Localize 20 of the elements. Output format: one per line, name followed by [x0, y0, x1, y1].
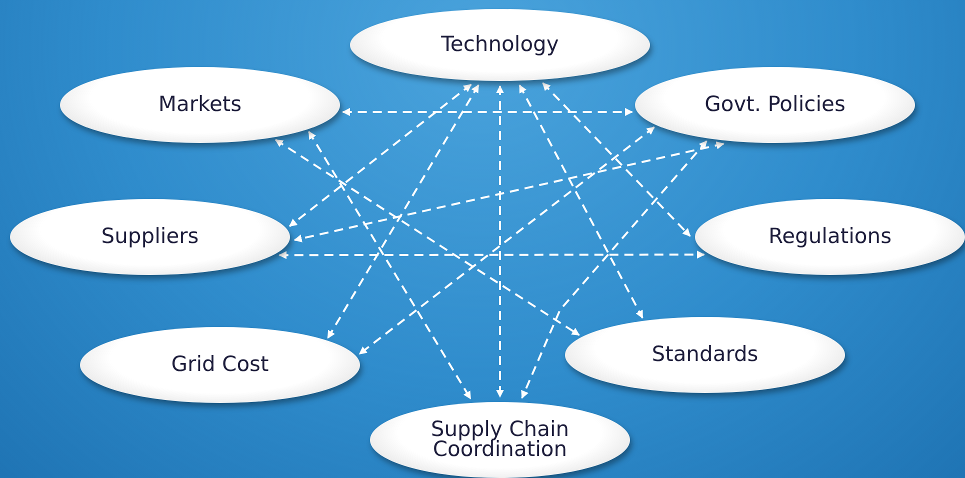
node-label: Technology [440, 35, 560, 55]
node-label: Govt. Policies [704, 95, 846, 115]
node-label: Standards [650, 345, 760, 365]
double-arrow [326, 84, 480, 339]
double-arrow [358, 126, 655, 355]
node-label: Grid Cost [170, 355, 270, 375]
double-arrow [278, 250, 705, 260]
double-arrow [521, 140, 708, 399]
double-arrow [308, 130, 472, 400]
node-label: Suppliers [100, 227, 200, 247]
double-arrow [274, 139, 580, 336]
double-arrow [294, 141, 724, 242]
node-label: Markets [157, 95, 243, 115]
double-arrow [288, 84, 472, 227]
double-arrow [342, 108, 633, 116]
node-label: Regulations [767, 227, 893, 247]
double-arrow [542, 82, 691, 237]
double-arrow [496, 85, 504, 398]
double-arrow [518, 84, 644, 319]
node-label: Supply Chain Coordination [430, 420, 570, 460]
